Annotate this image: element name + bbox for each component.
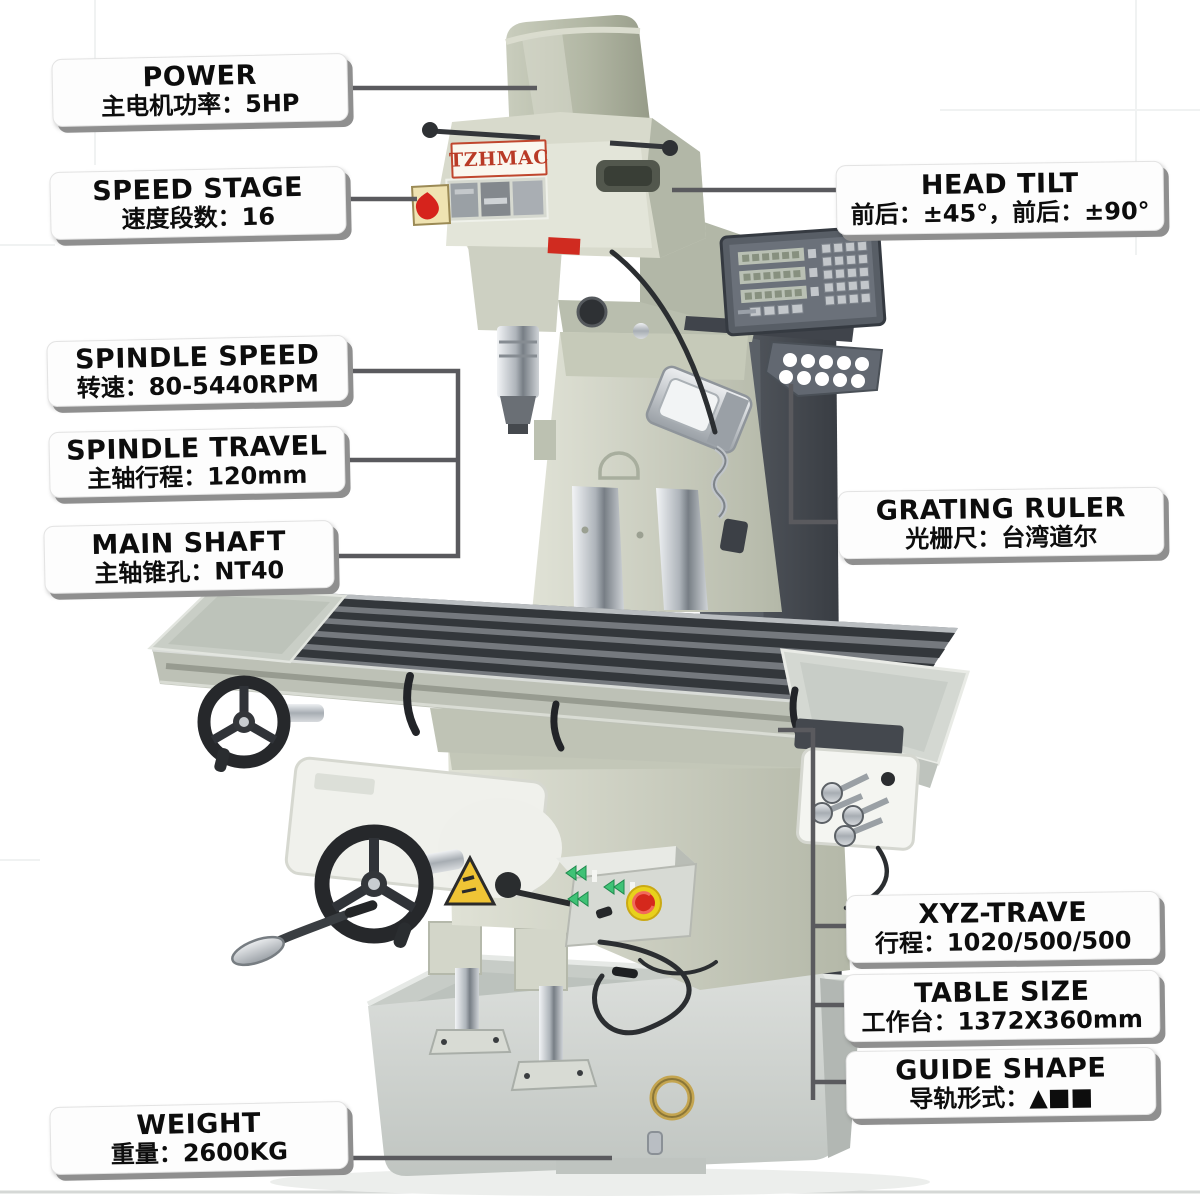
callout-weight-value: 重量：2600KG xyxy=(110,1136,289,1169)
callout-table-size: TABLE SIZE 工作台：1372X360mm xyxy=(843,969,1161,1043)
callout-speed-stage-value: 速度段数：16 xyxy=(121,202,276,234)
callout-table-size-value: 工作台：1372X360mm xyxy=(861,1004,1144,1037)
floor-shadow xyxy=(270,1168,930,1196)
table-handwheel xyxy=(197,675,324,773)
feed-gearbox xyxy=(794,718,920,851)
head-photo-collage xyxy=(445,175,549,223)
callout-xyz-travel-value: 行程：1020/500/500 xyxy=(874,925,1132,958)
elevating-crank xyxy=(231,900,378,967)
callout-xyz-travel-title: XYZ-TRAVE xyxy=(918,896,1088,930)
callout-guide-shape: GUIDE SHAPE 导轨形式：▲■■ xyxy=(845,1046,1157,1120)
callout-spindle-travel-value: 主轴行程：120mm xyxy=(86,460,308,494)
control-pendant xyxy=(556,846,698,948)
brand-drop-badge xyxy=(410,184,452,226)
callout-spindle-speed: SPINDLE SPEED 转速：80-5440RPM xyxy=(46,334,349,408)
spindle-motor xyxy=(505,14,651,143)
callout-power: POWER 主电机功率：5HP xyxy=(51,52,349,128)
dro-assembly xyxy=(684,225,887,398)
callout-xyz-travel: XYZ-TRAVE 行程：1020/500/500 xyxy=(845,890,1161,964)
callout-power-title: POWER xyxy=(142,59,258,93)
callout-head-tilt-value: 前后：±45°，前后：±90° xyxy=(850,196,1150,229)
callout-power-value: 主电机功率：5HP xyxy=(100,88,300,121)
drop-icon xyxy=(415,192,439,220)
brand-logo-text: TZHMAC xyxy=(448,146,550,172)
callout-spindle-travel: SPINDLE TRAVEL 主轴行程：120mm xyxy=(48,425,346,499)
callout-grating-ruler-value: 光栅尺：台湾道尔 xyxy=(905,522,1098,554)
callout-head-tilt: HEAD TILT 前后：±45°，前后：±90° xyxy=(835,160,1165,236)
work-table xyxy=(147,586,970,788)
callout-grating-ruler-title: GRATING RULER xyxy=(875,491,1127,527)
warning-triangle-icon xyxy=(443,854,497,906)
brand-logo-plate: TZHMAC xyxy=(448,139,550,179)
callout-main-shaft-value: 主轴锥孔：NT40 xyxy=(94,555,285,588)
callout-speed-stage: SPEED STAGE 速度段数：16 xyxy=(49,165,347,241)
callout-main-shaft: MAIN SHAFT 主轴锥孔：NT40 xyxy=(43,519,335,595)
line-grating-ruler xyxy=(788,384,842,525)
line-spindle-bracket xyxy=(332,368,461,559)
machine-base xyxy=(366,953,862,1177)
jog-buttons xyxy=(565,865,625,907)
callout-head-tilt-title: HEAD TILT xyxy=(920,167,1079,201)
dro-display xyxy=(719,225,887,337)
machine-head xyxy=(410,14,762,434)
spindle-quill xyxy=(497,326,539,434)
callout-grating-ruler: GRATING RULER 光栅尺：台湾道尔 xyxy=(837,486,1165,560)
left-chip-pan xyxy=(147,586,348,664)
callout-spindle-speed-value: 转速：80-5440RPM xyxy=(76,369,320,403)
dro-bracket xyxy=(764,340,884,398)
support-columns xyxy=(428,921,598,1092)
cross-handwheel xyxy=(314,824,465,948)
callout-guide-shape-title: GUIDE SHAPE xyxy=(895,1052,1107,1087)
line-right-bracket xyxy=(778,727,850,1100)
callout-weight-title: WEIGHT xyxy=(136,1107,262,1141)
emergency-stop-button xyxy=(626,885,662,921)
callout-weight: WEIGHT 重量：2600KG xyxy=(49,1100,349,1176)
callout-table-size-title: TABLE SIZE xyxy=(913,975,1090,1009)
callout-main-shaft-title: MAIN SHAFT xyxy=(91,525,287,561)
callout-guide-shape-value: 导轨形式：▲■■ xyxy=(909,1082,1094,1113)
callout-lines xyxy=(332,85,850,1161)
machine-column xyxy=(532,300,782,612)
